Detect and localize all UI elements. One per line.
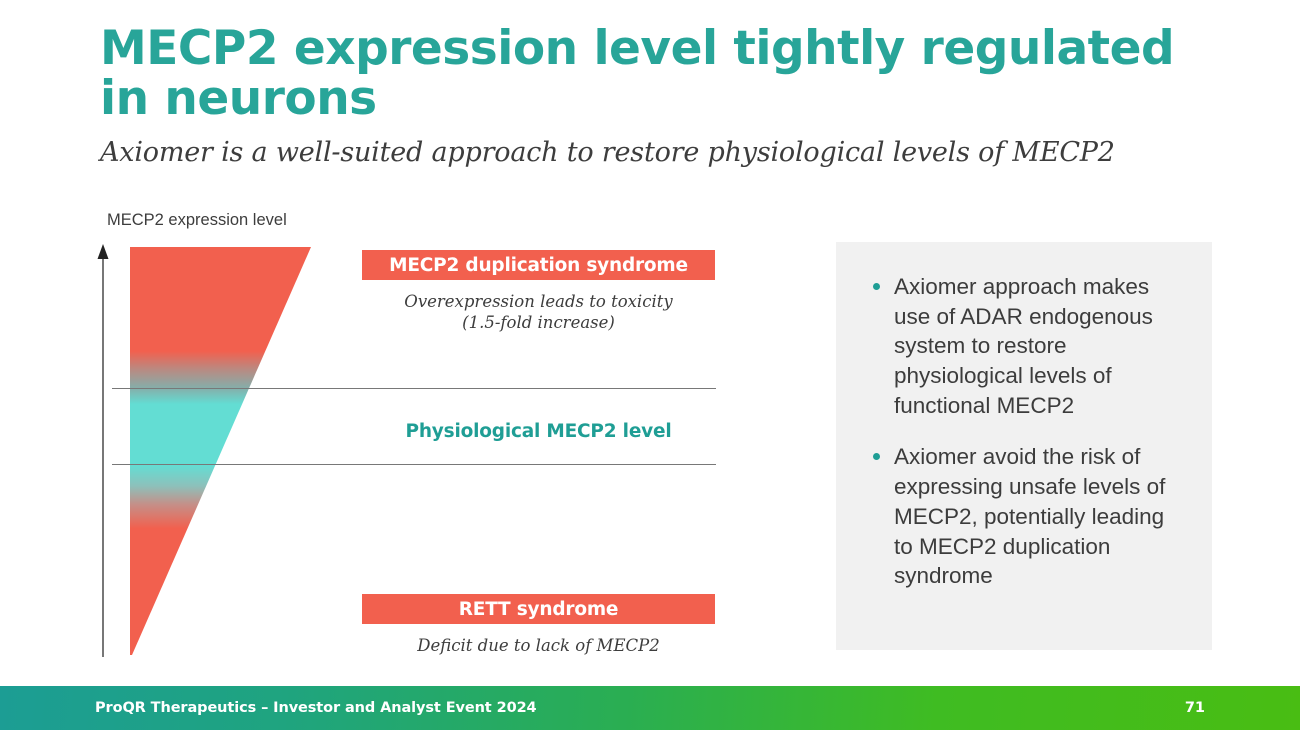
page-subtitle: Axiomer is a well-suited approach to res… xyxy=(100,136,1115,168)
expression-range-funnel xyxy=(130,247,311,655)
page-title: MECP2 expression level tightly regulated… xyxy=(100,21,1175,127)
title-block: MECP2 expression level tightly regulated… xyxy=(100,21,1220,169)
banner-rett-syndrome: RETT syndrome xyxy=(362,594,715,624)
mecp2-expression-chart: MECP2 expression level xyxy=(97,211,716,657)
list-item-text: Axiomer avoid the risk of expressing uns… xyxy=(894,444,1166,589)
caption-deficit-lack-mecp2: Deficit due to lack of MECP2 xyxy=(417,636,660,655)
notes-panel: Axiomer approach makes use of ADAR endog… xyxy=(836,242,1212,650)
list-item-text: Axiomer approach makes use of ADAR endog… xyxy=(894,274,1153,418)
reference-line-lower xyxy=(112,464,716,465)
notes-list: Axiomer approach makes use of ADAR endog… xyxy=(836,242,1212,591)
footer-bar: ProQR Therapeutics – Investor and Analys… xyxy=(0,686,1300,730)
caption-overexpression-toxicity: Overexpression leads to toxicity (1.5-fo… xyxy=(404,292,673,333)
bullet-dot-icon xyxy=(873,283,880,290)
footer-event-text: ProQR Therapeutics – Investor and Analys… xyxy=(95,700,537,716)
label-physiological-mecp2-level: Physiological MECP2 level xyxy=(405,421,672,442)
list-item: Axiomer approach makes use of ADAR endog… xyxy=(858,272,1186,420)
banner-mecp2-duplication-syndrome: MECP2 duplication syndrome xyxy=(362,250,715,280)
footer-page-number: 71 xyxy=(1184,700,1205,716)
list-item: Axiomer avoid the risk of expressing uns… xyxy=(858,442,1186,590)
y-axis-label: MECP2 expression level xyxy=(107,211,287,229)
reference-line-upper xyxy=(112,388,716,389)
bullet-dot-icon xyxy=(873,453,880,461)
y-axis-arrow-icon xyxy=(97,244,109,657)
